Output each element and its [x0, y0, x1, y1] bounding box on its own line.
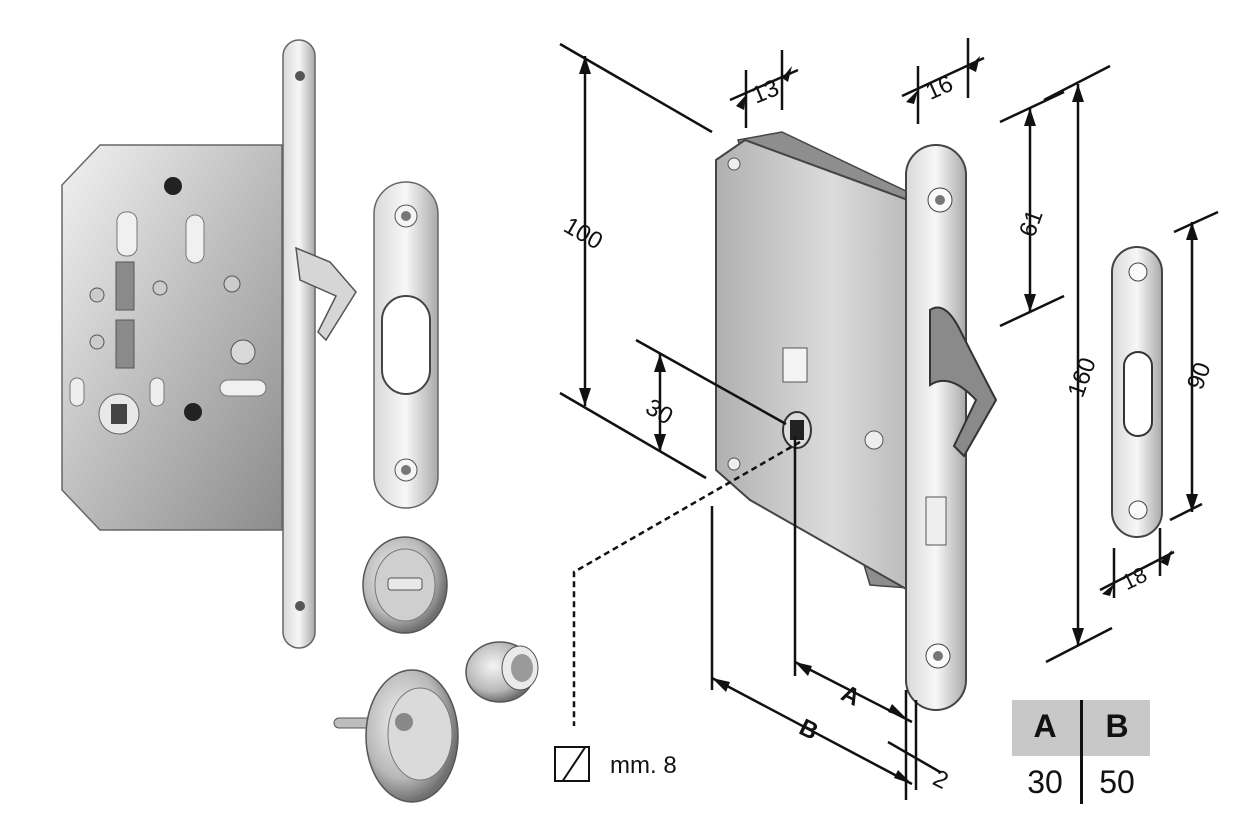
lock-case-photo: [61, 39, 357, 649]
dim-16: 16: [922, 70, 957, 106]
spindle-size-label: mm. 8: [610, 752, 677, 779]
release-knob-photo: [333, 669, 459, 803]
strike-plate-photo: [373, 181, 439, 509]
square-spindle-icon: [554, 745, 590, 783]
thumb-turn-photo: [362, 536, 448, 634]
table-separator: [1080, 700, 1083, 804]
bushing-photo: [465, 641, 539, 703]
dim-61: 61: [1014, 206, 1049, 240]
dim-100: 100: [559, 212, 607, 255]
table-header-a: A: [1033, 708, 1057, 744]
dim-160: 160: [1063, 354, 1102, 401]
table-value-a: 30: [1027, 764, 1063, 800]
dim-30: 30: [641, 394, 678, 431]
arrowheads: [579, 56, 1198, 784]
lock-drawing: [715, 131, 1163, 711]
spindle-leader: [572, 440, 801, 726]
table-value-b: 50: [1099, 764, 1135, 800]
spindle-note: mm. 8: [552, 742, 702, 792]
dim-90: 90: [1182, 359, 1217, 393]
dim-2: 2: [929, 765, 953, 795]
dim-b: B: [795, 714, 822, 746]
table-header-b: B: [1105, 708, 1129, 744]
ab-dimension-table: A B 30 50: [1012, 700, 1150, 804]
dimension-lines: [559, 38, 1219, 800]
